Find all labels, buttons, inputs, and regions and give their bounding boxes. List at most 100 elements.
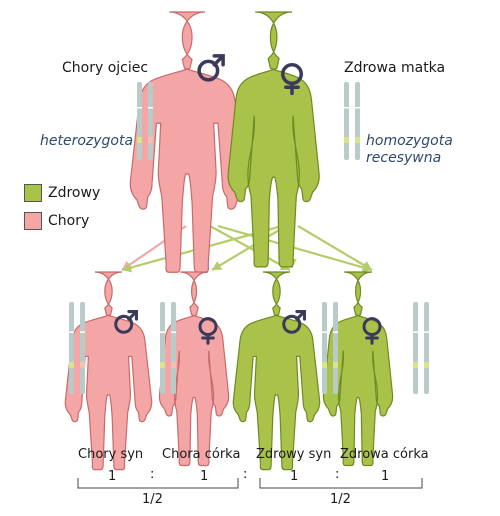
arrow-head [361, 261, 372, 270]
legend-healthy-swatch [24, 184, 42, 202]
arrow-father-child4 [217, 224, 373, 273]
female-symbol-cross [201, 333, 215, 345]
chromosome-bar [80, 302, 85, 394]
ratio-value-1: 1 [108, 469, 117, 484]
chromosome-bar [322, 302, 327, 394]
ratio-value-4: 1 [381, 469, 390, 484]
female-symbol-cross [365, 333, 379, 345]
ratio-group-right: 1/2 [330, 492, 351, 507]
chromosome-centromere [160, 331, 165, 333]
chromosome-bar [413, 302, 418, 394]
male-symbol-circle [197, 59, 220, 82]
chromosome-centromere [424, 331, 429, 333]
chromosome-bar [333, 302, 338, 394]
chromosome-centromere [171, 331, 176, 333]
allele-band [69, 362, 74, 368]
legend-healthy-label: Zdrowy [48, 185, 101, 201]
child-sex-icon-1 [114, 310, 138, 334]
allele-band [344, 137, 349, 143]
child-figure-3 [232, 271, 321, 471]
chromosome-centromere [80, 331, 85, 333]
father-male-icon [197, 54, 225, 82]
ratio-sep-mid: : [243, 467, 248, 482]
arrow-mother-child4 [297, 225, 373, 271]
child-figure-2 [158, 271, 230, 467]
child-3-chromosomes [322, 302, 338, 394]
arrow-mother-child2 [211, 225, 287, 271]
father-label: Chory ojciec [62, 60, 149, 76]
ratio-sep-2: : [335, 467, 340, 482]
allele-band [413, 362, 418, 368]
allele-band [137, 137, 142, 143]
chromosome-bar [160, 302, 165, 394]
chromosome-centromere [137, 106, 142, 109]
female-symbol-cross [284, 81, 300, 96]
arrow-shaft [217, 224, 373, 272]
male-symbol-circle [114, 314, 134, 334]
chromosomes-layer [69, 82, 429, 394]
ratio-brackets [77, 478, 423, 489]
child-2-chromosomes [160, 302, 176, 394]
chromosome-bar [355, 82, 360, 160]
chromosome-bar [344, 82, 349, 160]
child-1-chromosomes [69, 302, 85, 394]
chromosome-centromere [148, 106, 153, 109]
ratio-group-left: 1/2 [142, 492, 163, 507]
mother-label: Zdrowa matka [344, 60, 446, 76]
bracket-right [259, 478, 423, 489]
chromosome-centromere [413, 331, 418, 333]
chromosome-centromere [333, 331, 338, 333]
father-chromosomes [137, 82, 153, 160]
ratio-sep-1: : [150, 467, 155, 482]
allele-band [355, 137, 360, 143]
allele-band [322, 362, 327, 368]
allele-band [333, 362, 338, 368]
chromosome-bar [424, 302, 429, 394]
allele-band [80, 362, 85, 368]
child-label-4: Zdrowa córka [340, 447, 429, 462]
male-symbol-circle [282, 314, 302, 334]
chromosome-bar [148, 82, 153, 160]
chromosome-bar [137, 82, 142, 160]
mother-genotype-label-2: recesywna [366, 150, 442, 166]
chromosome-centromere [355, 106, 360, 109]
male-symbol-arrow [295, 310, 306, 321]
child-figure-1 [64, 271, 153, 471]
chromosome-centromere [344, 106, 349, 109]
allele-band [424, 362, 429, 368]
child-4-chromosomes [413, 302, 429, 394]
mother-female-icon [281, 63, 303, 96]
child-label-1: Chory syn [78, 447, 144, 462]
child-sex-icon-3 [282, 310, 306, 334]
father-figure [129, 11, 245, 273]
chromosome-centromere [322, 331, 327, 333]
arrow-shaft [297, 225, 373, 271]
child-label-2: Chora córka [162, 447, 241, 462]
arrow-shaft [211, 225, 287, 271]
child-sex-icon-4 [362, 317, 382, 345]
mother-chromosomes [344, 82, 360, 160]
father-genotype-label: heterozygota [40, 133, 134, 149]
mother-genotype-label-1: homozygota [366, 133, 453, 149]
bracket-left [77, 478, 239, 489]
chromosome-centromere [69, 331, 74, 333]
sex-symbols-layer [114, 54, 382, 345]
allele-band [171, 362, 176, 368]
arrow-head [212, 261, 223, 270]
chromosome-bar [69, 302, 74, 394]
inheritance-arrows [121, 224, 373, 273]
child-label-3: Zdrowy syn [256, 447, 332, 462]
male-symbol-arrow [212, 54, 225, 67]
child-sex-icon-2 [198, 317, 218, 345]
arrow-head [122, 262, 133, 273]
allele-band [148, 137, 153, 143]
legend-sick-swatch [24, 212, 42, 230]
chromosome-bar [171, 302, 176, 394]
allele-band [160, 362, 165, 368]
ratio-value-2: 1 [200, 469, 209, 484]
ratio-value-3: 1 [290, 469, 299, 484]
legend-sick-label: Chory [48, 213, 90, 229]
male-symbol-arrow [127, 310, 138, 321]
